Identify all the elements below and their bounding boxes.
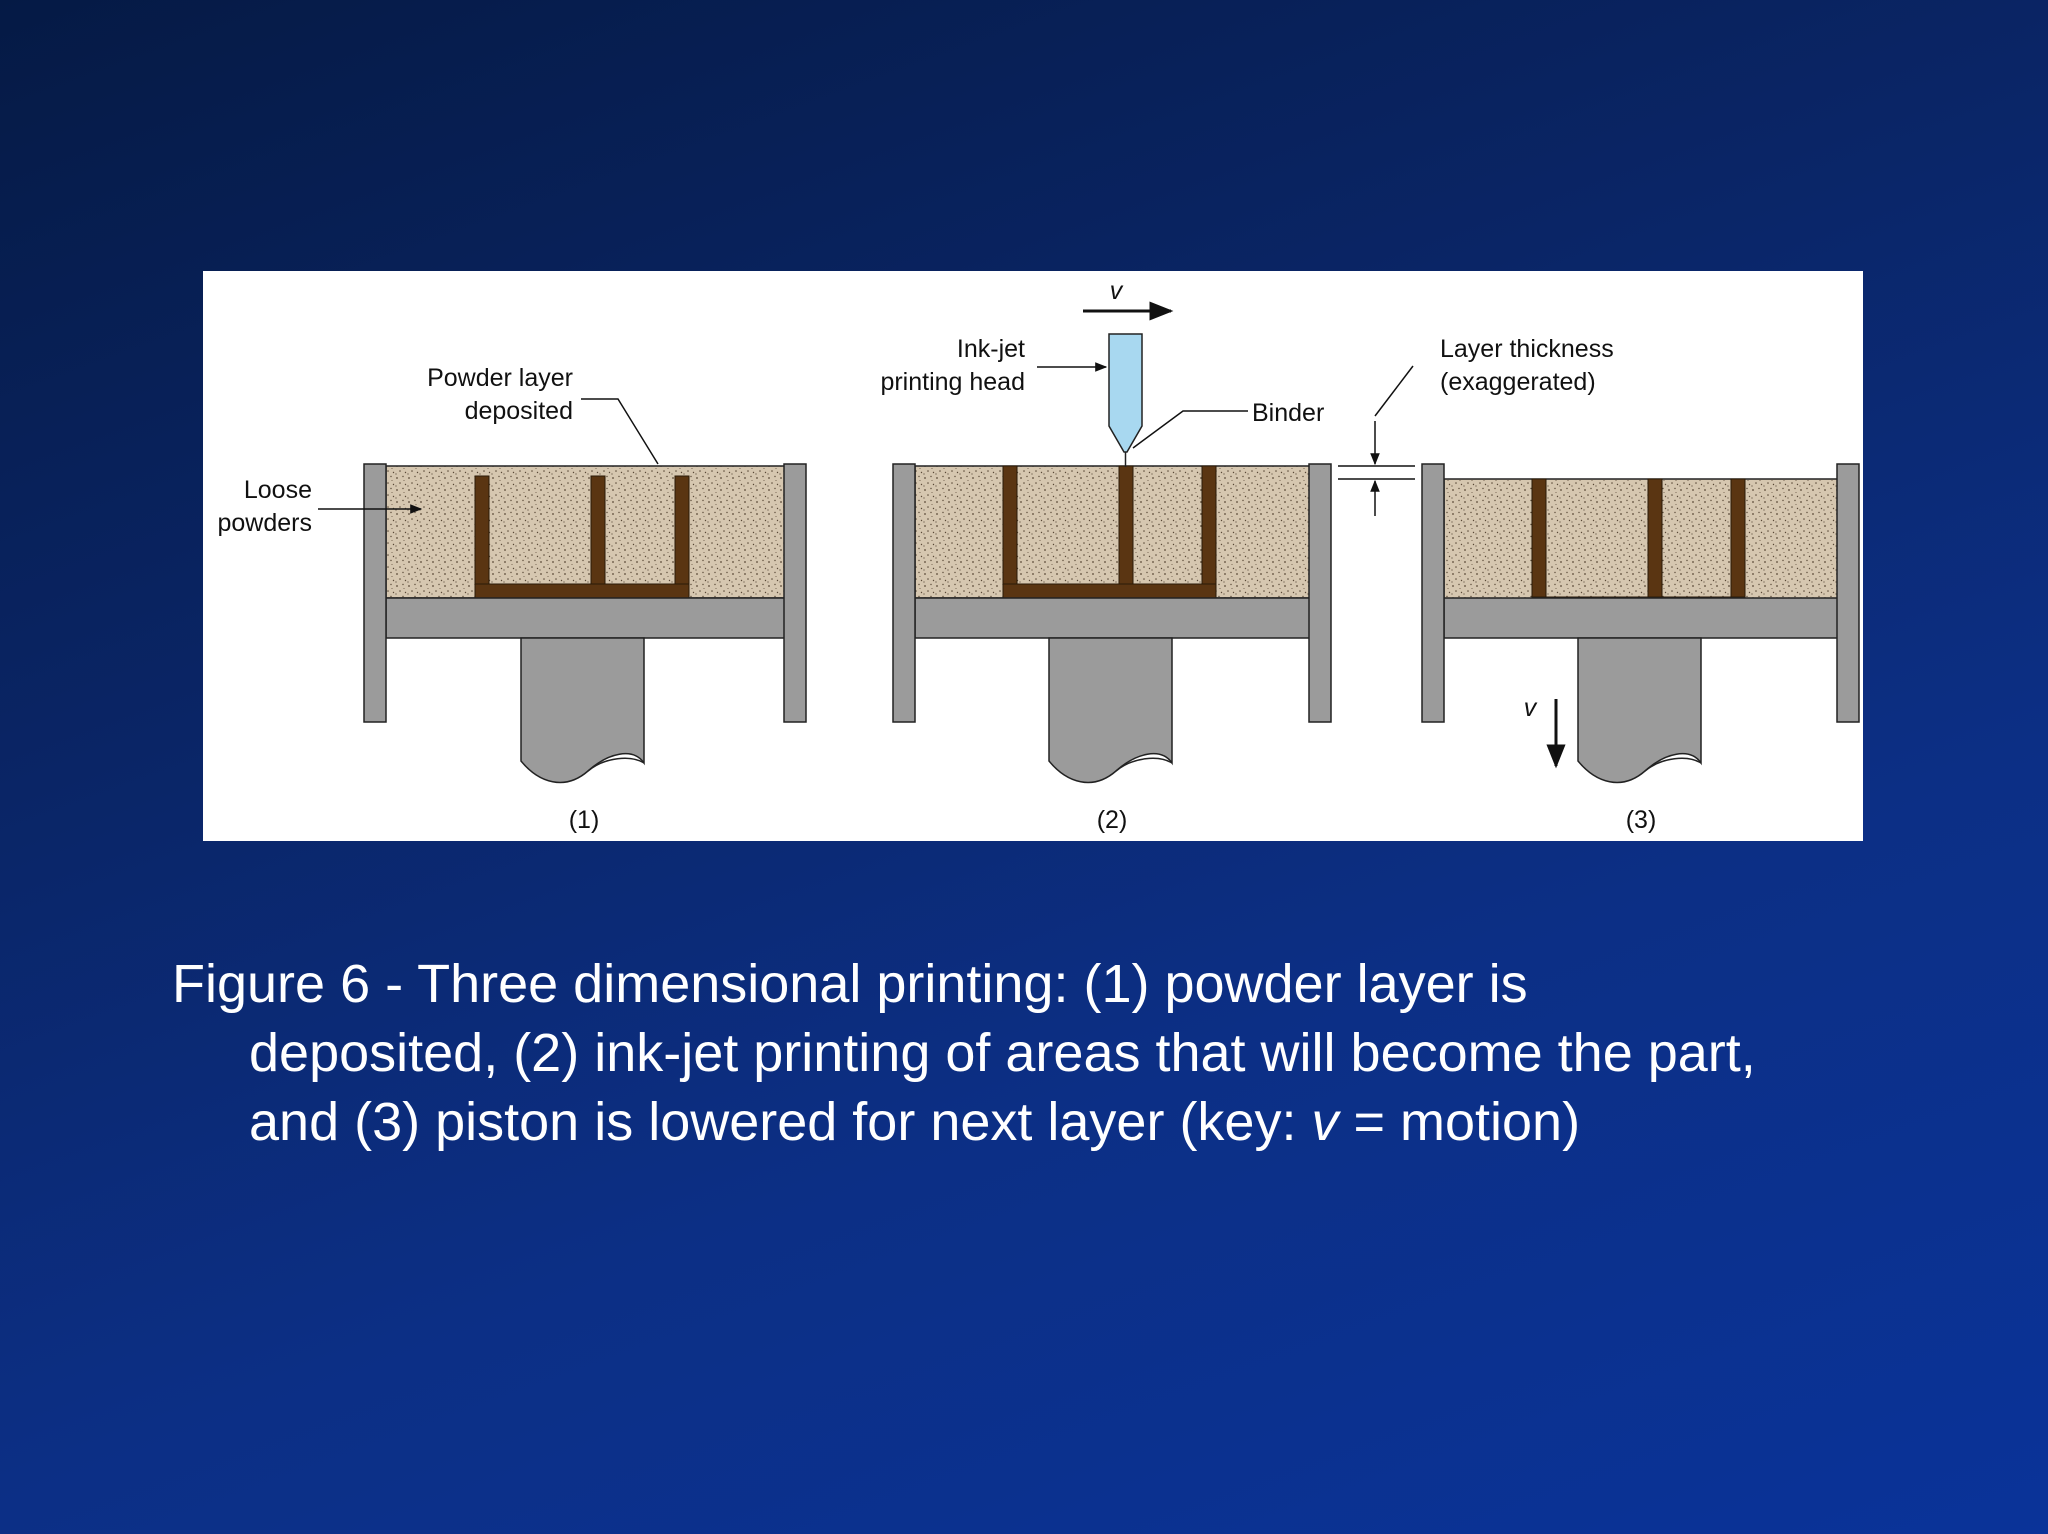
step-3-piston — [1577, 637, 1702, 784]
step-3-left-wall — [1421, 463, 1445, 723]
step-1-machine — [363, 463, 807, 784]
layer-thickness-label-line2: (exaggerated) — [1440, 368, 1596, 396]
velocity-label-down: v — [1524, 694, 1538, 722]
loose-powders-label-line1: Loose — [244, 476, 312, 504]
leader-lines — [318, 362, 1414, 514]
step-3-machine — [1421, 463, 1860, 784]
step-3-powder-bed — [1443, 478, 1843, 612]
step-1-powder-bed — [385, 465, 795, 599]
inkjet-label-line2: printing head — [880, 368, 1025, 396]
step-3-platform — [1443, 597, 1843, 639]
step-2-left-wall — [892, 463, 916, 723]
powder-layer-label-line2: deposited — [465, 397, 573, 425]
loose-powders-label-line2: powders — [218, 509, 313, 537]
caption-line-3-start: and (3) piston is lowered for next layer… — [249, 1092, 1312, 1152]
velocity-label-top: v — [1110, 277, 1124, 305]
inkjet-printing-head — [1108, 333, 1143, 453]
layer-thickness-label-line1: Layer thickness — [1440, 335, 1614, 363]
step-2-piston — [1048, 637, 1173, 784]
inkjet-label-line1: Ink-jet — [957, 335, 1025, 363]
step-number-1: (1) — [569, 806, 600, 834]
step-3-right-wall — [1836, 463, 1860, 723]
step-number-2: (2) — [1097, 806, 1128, 834]
binder-label: Binder — [1252, 399, 1324, 427]
step-1-platform — [385, 597, 795, 639]
3d-printing-diagram: v Ink-jet printing head Powder layer dep… — [218, 277, 1860, 834]
caption-line-2: deposited, (2) ink-jet printing of areas… — [249, 1023, 1756, 1083]
figure-caption: Figure 6 - Three dimensional printing: (… — [172, 950, 2009, 1157]
figure-panel: v Ink-jet printing head Powder layer dep… — [203, 271, 1863, 841]
step-2-right-wall — [1308, 463, 1332, 723]
step-2-powder-bed — [914, 465, 1314, 599]
step-1-piston — [520, 637, 645, 784]
step-2-machine — [892, 333, 1332, 784]
caption-line-3-end: = motion) — [1338, 1092, 1581, 1152]
caption-motion-variable: v — [1311, 1092, 1339, 1152]
step-1-right-wall — [783, 463, 807, 723]
step-2-part-walls — [1002, 465, 1217, 599]
layer-thickness-indicator — [1338, 421, 1415, 516]
caption-line-1: Figure 6 - Three dimensional printing: (… — [172, 954, 1528, 1014]
step-1-part-walls — [474, 475, 690, 599]
powder-layer-label-line1: Powder layer — [427, 364, 573, 392]
step-1-left-wall — [363, 463, 387, 723]
step-2-platform — [914, 597, 1314, 639]
step-number-3: (3) — [1626, 806, 1657, 834]
